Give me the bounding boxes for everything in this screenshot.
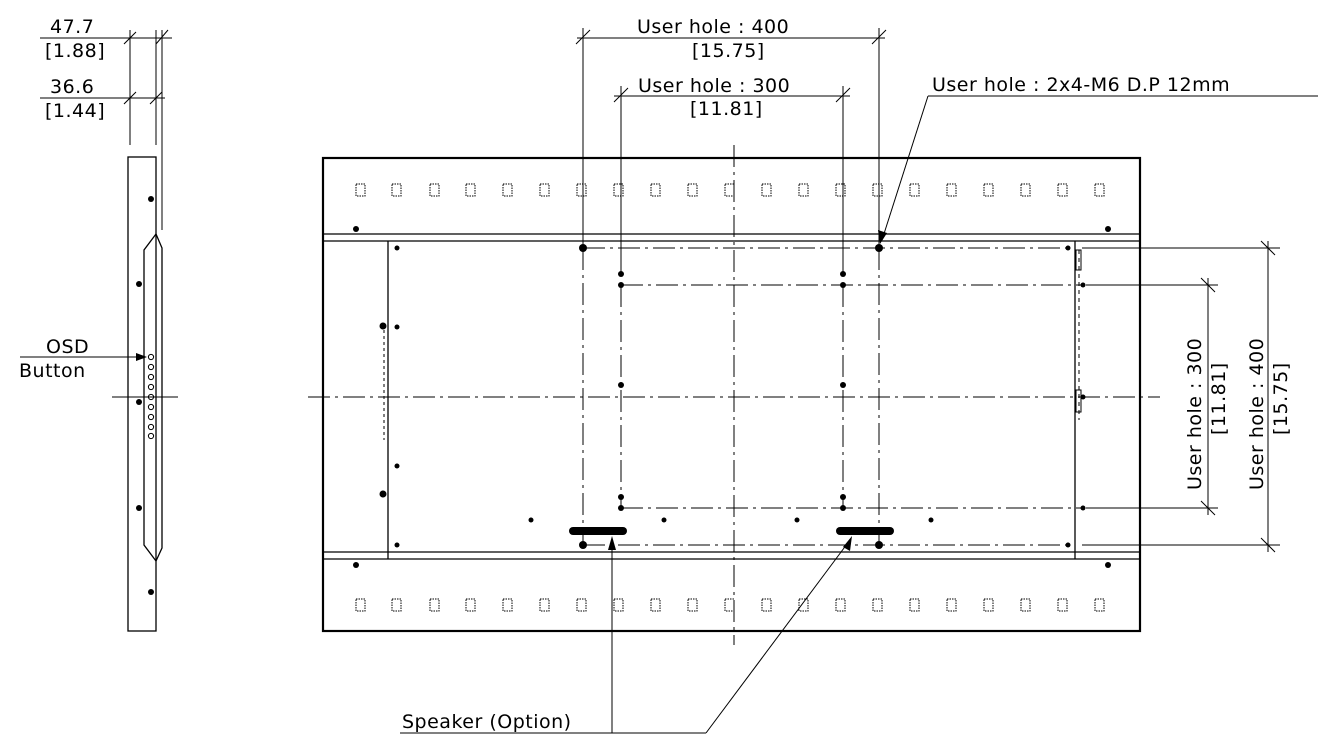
depth-overall-label: 47.7 [50, 16, 94, 38]
horizontal-400-inch-label: [15.75] [692, 40, 765, 62]
horizontal-300-label: User hole : 300 [638, 75, 790, 97]
mounting-holes-400 [579, 244, 883, 549]
speaker-left [569, 527, 627, 535]
depth-overall-inch-label: [1.88] [45, 40, 105, 62]
vertical-300-inch-label: [11.81] [1208, 362, 1230, 435]
vent-slots-top [355, 183, 1105, 197]
vertical-400-inch-label: [15.75] [1270, 362, 1292, 435]
hole-spec-label: User hole : 2x4-M6 D.P 12mm [932, 74, 1230, 96]
depth-body-label: 36.6 [50, 76, 94, 98]
panel-outline [321, 156, 1142, 633]
vertical-300-label: User hole : 300 [1184, 338, 1206, 490]
horizontal-300-inch-label: [11.81] [690, 98, 763, 120]
side-bevel-outer [155, 233, 163, 562]
speaker-right [836, 527, 894, 535]
depth-body-inch-label: [1.44] [45, 100, 105, 122]
speaker-label: Speaker (Option) [402, 711, 572, 733]
vertical-400-label: User hole : 400 [1246, 338, 1268, 490]
osd-label: OSD [46, 336, 89, 358]
side-view: 47.7 [1.88] 36.6 [1.44] OSD Button [19, 16, 178, 632]
mounting-holes-300 [618, 271, 846, 511]
front-view: User hole : 400 [15.75] User hole : 300 … [308, 16, 1318, 734]
vent-slots-bottom [355, 598, 1105, 612]
osd-button-label: Button [19, 360, 86, 382]
side-profile [127, 156, 157, 632]
horizontal-400-label: User hole : 400 [637, 16, 789, 38]
